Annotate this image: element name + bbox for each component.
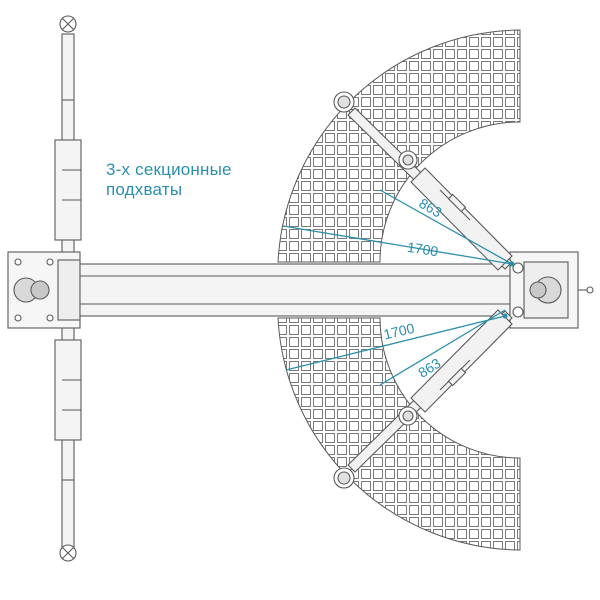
right-column-plate <box>509 251 594 329</box>
upper-arm-mid-pad <box>398 150 418 170</box>
lower-long-reach-label: 1700 <box>382 320 416 343</box>
bottom-end-cap <box>59 544 77 562</box>
arm-sweep-area-lower <box>277 317 521 551</box>
lower-lift-arm <box>347 309 513 473</box>
caption-line-1: 3-х секционные <box>106 160 232 179</box>
lower-dimension-863-line <box>379 309 506 386</box>
upper-arm-outer-pad <box>333 91 355 113</box>
arm-sweep-area-upper <box>277 29 521 263</box>
lower-arm-outer-pad <box>333 467 355 489</box>
arms-caption: 3-х секционные подхваты <box>106 160 232 200</box>
upper-dimension-1700-line <box>282 225 513 265</box>
left-base-plate <box>7 251 81 329</box>
upper-lift-arm <box>347 107 513 271</box>
lower-dimension-1700-line <box>285 315 506 371</box>
lower-arm-mid-pad <box>398 406 418 426</box>
main-beam <box>79 263 511 317</box>
top-end-cap <box>59 15 77 33</box>
caption-line-2: подхваты <box>106 180 183 199</box>
upper-dimension-863-line <box>379 189 513 265</box>
upper-long-reach-label: 1700 <box>406 239 439 260</box>
